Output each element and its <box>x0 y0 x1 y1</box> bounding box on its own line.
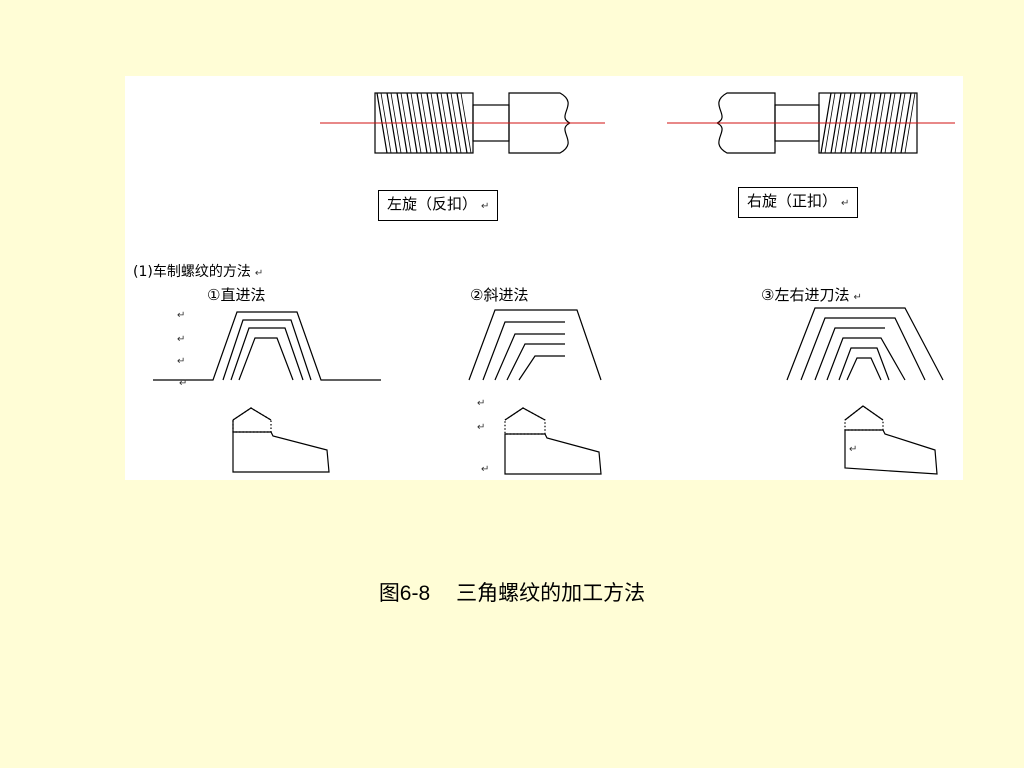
return-mark: ↵ <box>477 422 486 433</box>
return-mark: ↵ <box>853 292 862 303</box>
return-mark: ↵ <box>177 310 186 321</box>
method-label-left-right: ③左右进刀法 <box>761 286 850 304</box>
tool-1 <box>232 407 330 473</box>
caption-text: 三角螺纹的加工方法 <box>456 581 646 605</box>
return-mark: ↵ <box>841 198 850 209</box>
return-mark: ↵ <box>849 444 858 455</box>
method-label-oblique: ②斜进法 <box>470 286 529 304</box>
return-mark: ↵ <box>477 398 486 409</box>
section-title-row: (1)车制螺纹的方法↵ <box>133 261 263 281</box>
caption-number: 图6-8 <box>378 582 431 605</box>
section-title: (1)车制螺纹的方法 <box>133 264 251 280</box>
left-right-infeed-profile <box>786 307 944 381</box>
return-mark: ↵ <box>481 201 490 212</box>
tool-2 <box>504 407 602 475</box>
right-hand-label-box: 右旋（正扣）↵ <box>738 187 859 218</box>
return-mark: ↵ <box>481 464 490 475</box>
thread-figure: 左旋（反扣）↵ 右旋（正扣）↵ (1)车制螺纹的方法↵ ①直进法 ②斜进法 ③左… <box>125 76 963 480</box>
tool-3 <box>844 405 938 475</box>
figure-caption: 图6-8 三角螺纹的加工方法 <box>0 577 1024 607</box>
oblique-infeed-profile <box>468 309 602 381</box>
return-mark: ↵ <box>254 268 264 279</box>
method-label-left-right-row: ③左右进刀法↵ <box>761 284 862 305</box>
method-label-straight: ①直进法 <box>207 286 266 304</box>
thread-diagram <box>153 92 955 475</box>
return-mark: ↵ <box>177 356 186 367</box>
left-hand-label: 左旋（反扣） <box>387 195 478 213</box>
left-hand-label-box: 左旋（反扣）↵ <box>378 190 499 221</box>
return-mark: ↵ <box>179 378 188 389</box>
straight-infeed-profile <box>153 311 381 381</box>
return-mark: ↵ <box>177 334 186 345</box>
right-hand-label: 右旋（正扣） <box>747 192 838 210</box>
